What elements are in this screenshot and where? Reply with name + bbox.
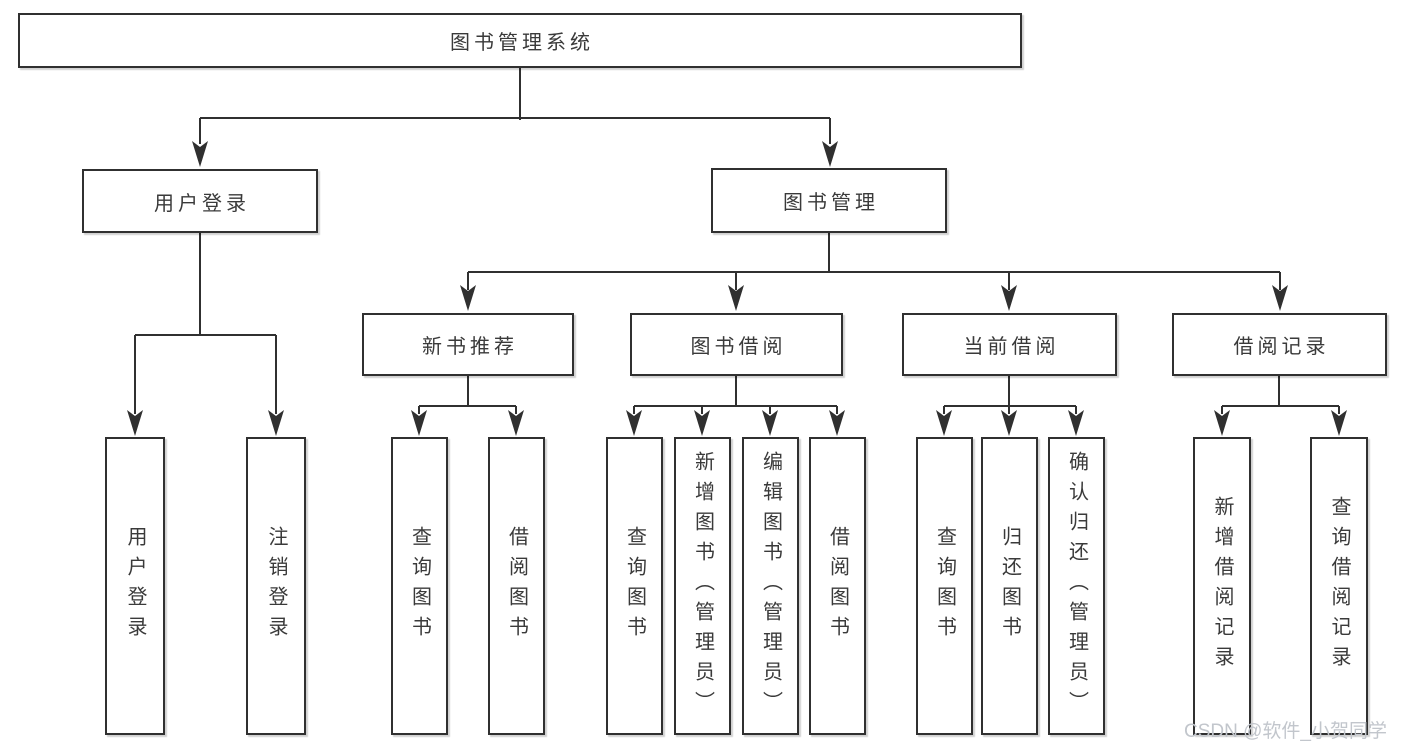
node-library-management-system: 图书管理系统 (18, 13, 1022, 68)
node-book-borrowing: 图书借阅 (630, 313, 843, 376)
arrowhead (1068, 410, 1084, 436)
arrowhead (268, 410, 284, 436)
leaf-return-books: 归还图书 (981, 437, 1038, 735)
leaf-query-books-borrowing: 查询图书 (606, 437, 663, 735)
leaf-borrow-books-recommend: 借阅图书 (488, 437, 545, 735)
arrowhead (728, 285, 744, 311)
arrowhead (822, 141, 838, 167)
leaf-query-borrow-record: 查询借阅记录 (1310, 437, 1368, 735)
leaf-logout: 注销登录 (246, 437, 306, 735)
arrowhead (411, 410, 427, 436)
arrowhead (829, 410, 845, 436)
arrowhead (936, 410, 952, 436)
arrowhead (1272, 285, 1288, 311)
csdn-watermark: CSDN @软件_小贺同学 (1184, 721, 1387, 742)
arrowhead (1331, 410, 1347, 436)
connector-currentborrow-to-leaves (943, 376, 1077, 414)
arrowhead (1214, 410, 1230, 436)
leaf-query-books-recommend: 查询图书 (391, 437, 448, 735)
connector-userlogin-to-leaves (134, 233, 277, 414)
leaf-edit-book-admin: 编辑图书（管理员） (742, 437, 799, 735)
node-user-login: 用户登录 (82, 169, 318, 233)
arrowheads (127, 141, 1347, 436)
arrowhead (192, 141, 208, 167)
node-current-borrowing: 当前借阅 (902, 313, 1117, 376)
arrowhead (762, 410, 778, 436)
arrowhead (508, 410, 524, 436)
leaf-add-book-admin: 新增图书（管理员） (674, 437, 731, 735)
connector-newbooks-to-leaves (418, 376, 517, 414)
leaf-query-books-current: 查询图书 (916, 437, 973, 735)
node-borrowing-records: 借阅记录 (1172, 313, 1387, 376)
arrowhead (694, 410, 710, 436)
connector-bookborrow-to-leaves (633, 376, 838, 414)
leaf-add-borrow-record: 新增借阅记录 (1193, 437, 1251, 735)
leaf-user-login: 用户登录 (105, 437, 165, 735)
leaf-borrow-books: 借阅图书 (809, 437, 866, 735)
arrowhead (1001, 285, 1017, 311)
node-book-management: 图书管理 (711, 168, 947, 233)
connector-bookmgmt-to-level3 (467, 233, 1281, 290)
connector-root-to-level2 (199, 68, 831, 144)
leaf-confirm-return-admin: 确认归还（管理员） (1048, 437, 1105, 735)
arrowhead (1001, 410, 1017, 436)
arrowhead (626, 410, 642, 436)
connector-records-to-leaves (1221, 376, 1340, 414)
arrowhead (127, 410, 143, 436)
arrowhead (460, 285, 476, 311)
node-new-book-recommend: 新书推荐 (362, 313, 574, 376)
